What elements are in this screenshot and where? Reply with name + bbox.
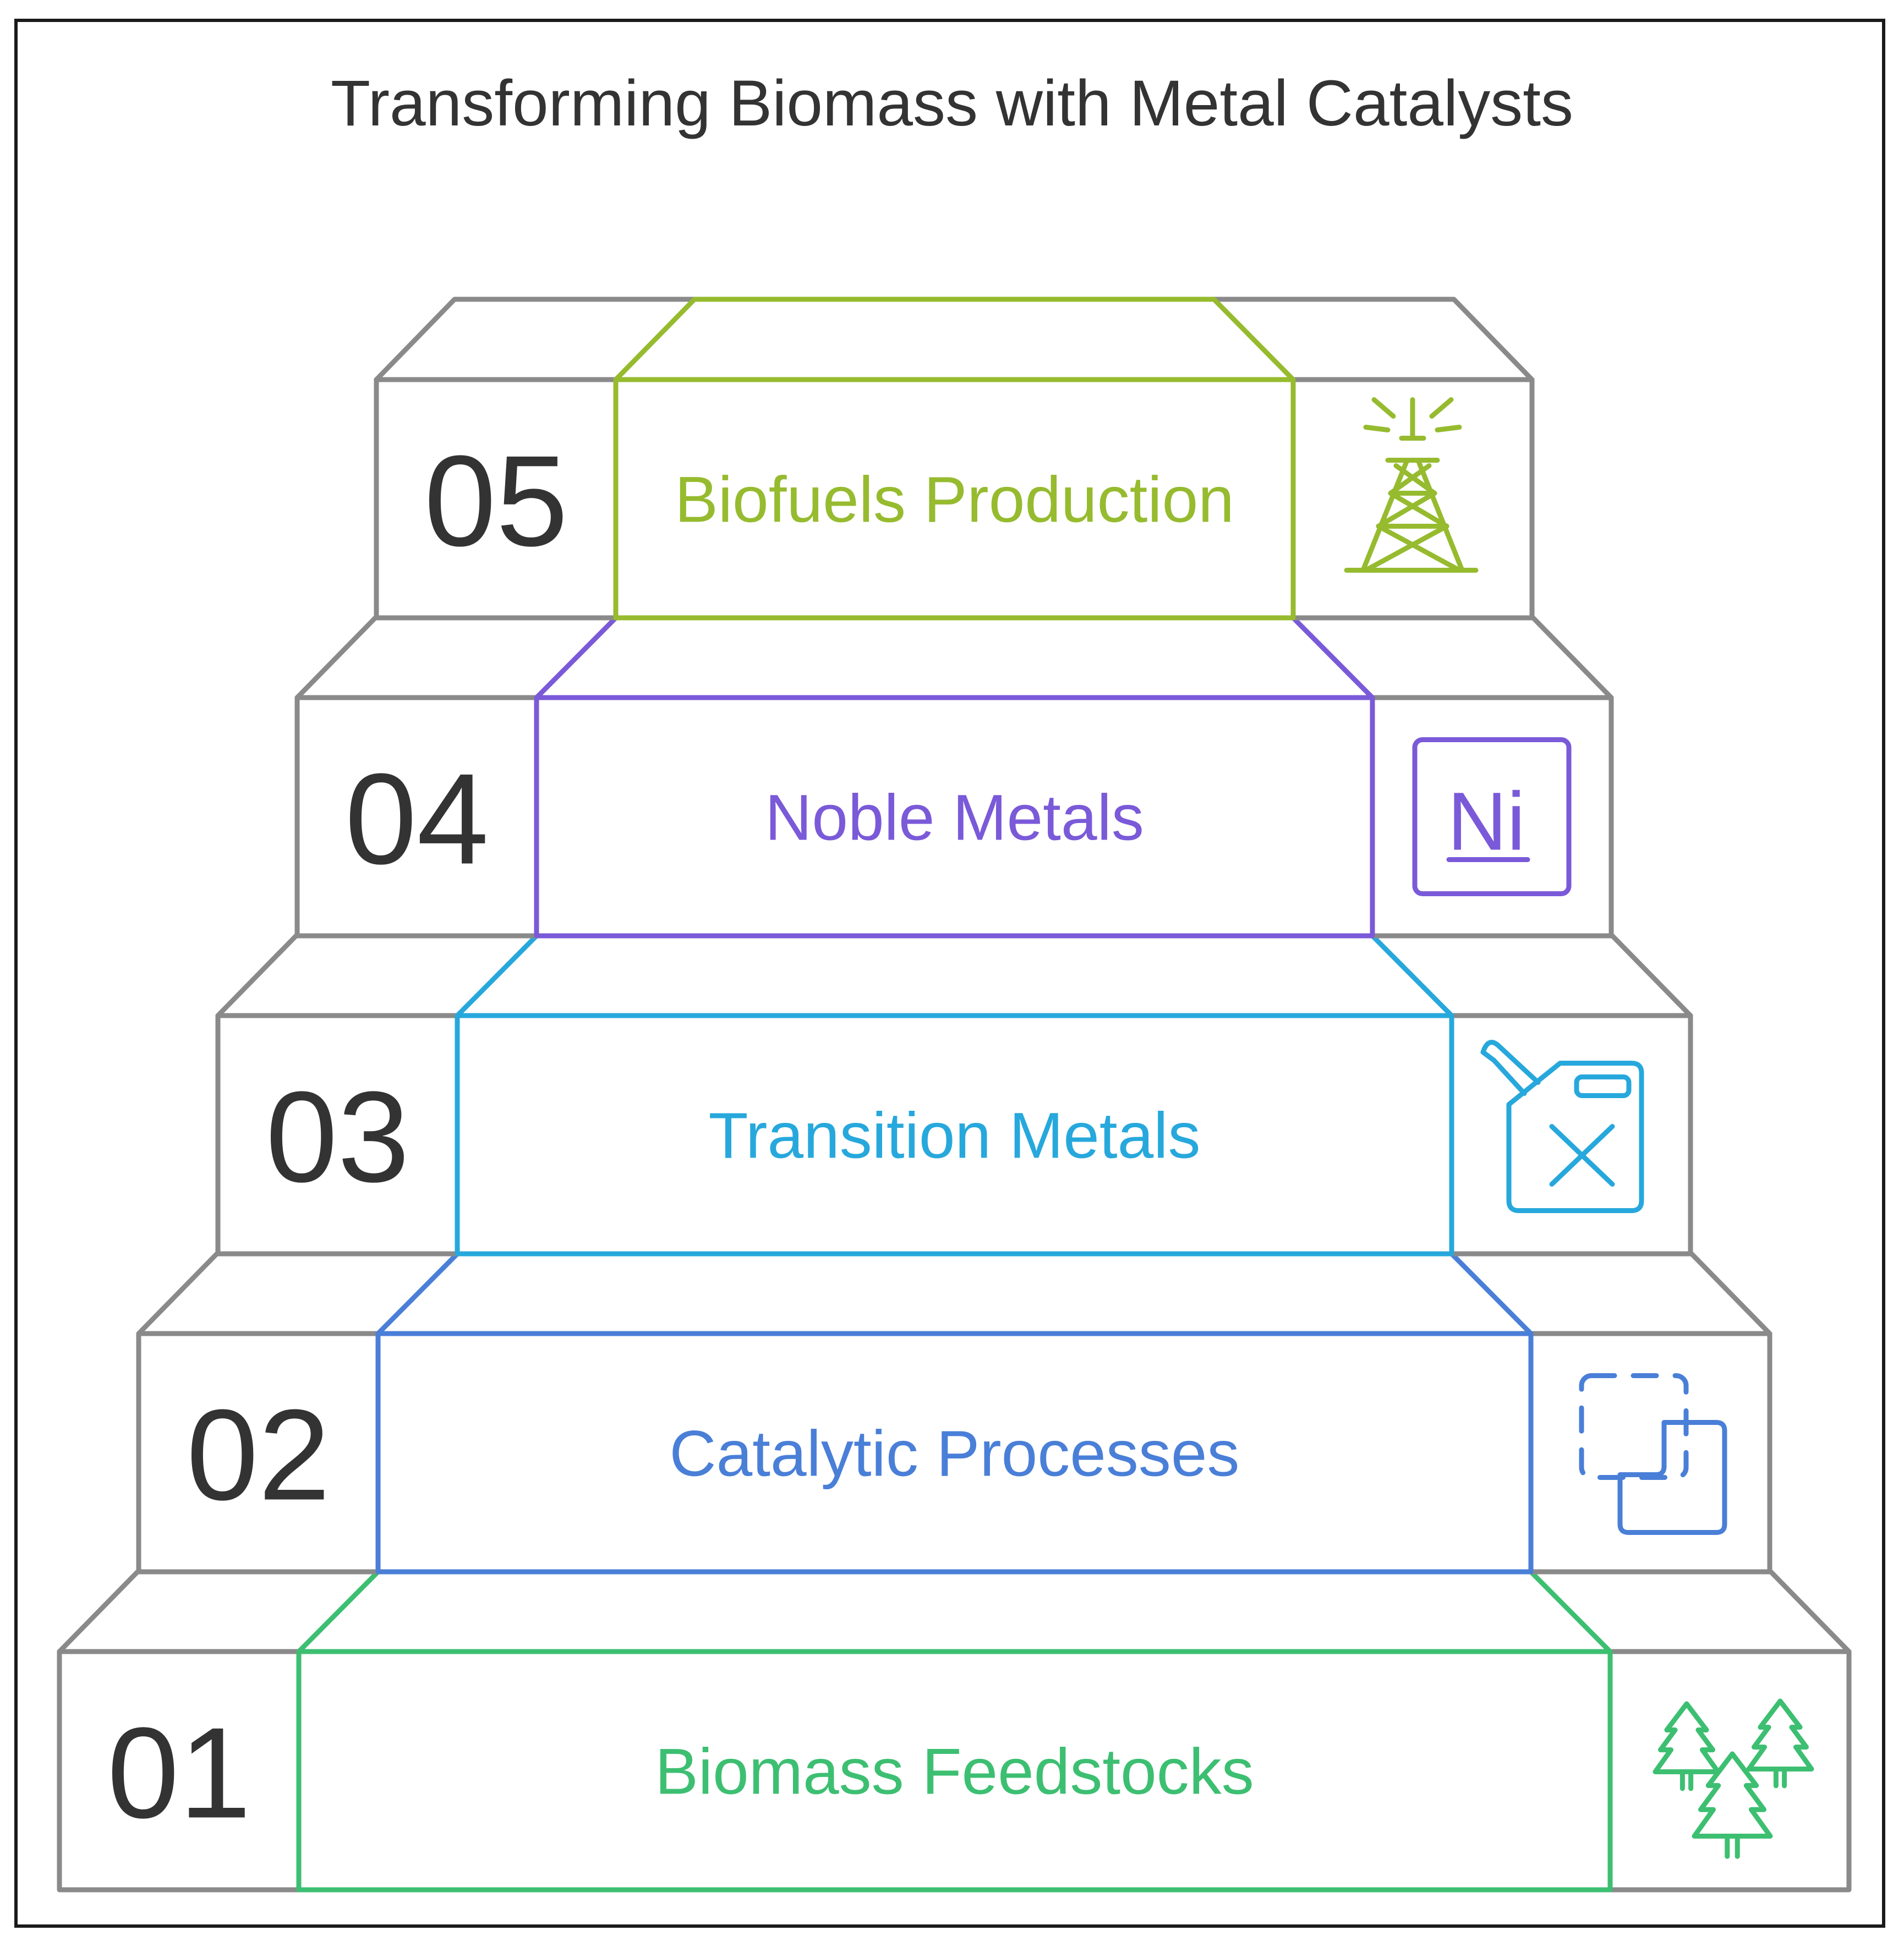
- element-symbol: Ni: [1447, 775, 1525, 868]
- step-panel: [375, 1331, 1534, 1575]
- step-colored-tread: [534, 615, 1375, 700]
- diagram-title: Transforming Biomass with Metal Catalyst…: [331, 67, 1573, 140]
- step-colored-tread: [375, 1251, 1534, 1336]
- diagram-frame: [14, 19, 1885, 1928]
- step-label: Transition Metals: [708, 1100, 1200, 1172]
- step-panel: [296, 1649, 1613, 1893]
- step-label: Biomass Feedstocks: [655, 1736, 1254, 1808]
- step-panel: [534, 695, 1375, 939]
- trees-icon: [1653, 1698, 1814, 1859]
- step-tread: [57, 1569, 1852, 1654]
- step-label: Noble Metals: [765, 782, 1144, 854]
- step-colored-tread: [613, 297, 1296, 382]
- step-colored-tread: [455, 933, 1454, 1018]
- fuel-can-icon: [1480, 1040, 1644, 1213]
- step-number: 04: [345, 747, 489, 891]
- step-label: Catalytic Processes: [669, 1418, 1239, 1490]
- step-tread: [215, 933, 1693, 1018]
- step-tread: [374, 297, 1535, 382]
- nickel-element-icon: Ni: [1412, 737, 1572, 896]
- step-number: 02: [187, 1383, 330, 1527]
- step-number: 03: [266, 1065, 409, 1209]
- step-panel: [613, 377, 1296, 621]
- step-01: 01 Biomass Feedstocks: [57, 1569, 1852, 1893]
- step-number: 05: [424, 429, 568, 573]
- step-tread: [294, 615, 1614, 700]
- dashed-squares-icon: [1579, 1373, 1727, 1535]
- step-label: Biofuels Production: [675, 464, 1234, 536]
- step-tread: [136, 1251, 1772, 1336]
- step-colored-tread: [296, 1569, 1613, 1654]
- step-02: 02 Catalytic Processes: [136, 1251, 1772, 1575]
- step-number: 01: [107, 1701, 251, 1845]
- step-panel: [455, 1013, 1454, 1257]
- step-04: 04 Noble Metals Ni: [294, 615, 1614, 939]
- oil-derrick-icon: [1344, 397, 1479, 573]
- step-03: 03 Transition Metals: [215, 933, 1693, 1257]
- step-05: 05 Biofuels Production: [374, 297, 1535, 621]
